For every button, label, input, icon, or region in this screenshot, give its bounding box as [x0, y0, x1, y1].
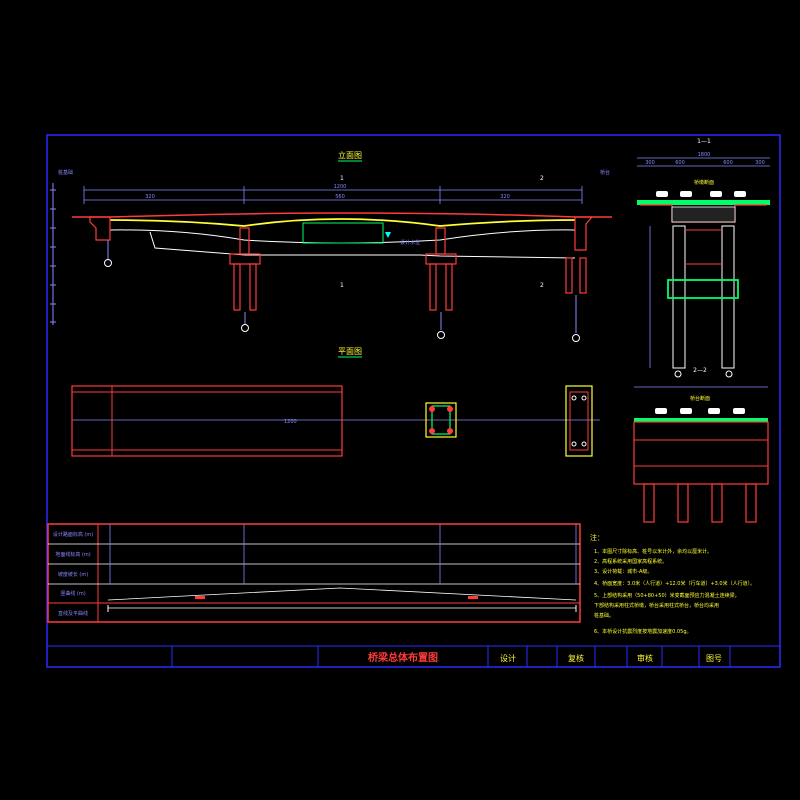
pier-1: [229, 227, 261, 332]
vehicle-icons: [656, 191, 746, 197]
axis-marker-0: [104, 259, 112, 267]
plan-width-dim: 1200: [284, 419, 297, 425]
abutment-section: [633, 421, 769, 485]
section-2-label: 桥台断面: [690, 395, 710, 402]
notes: 注： 1、本图尺寸除标高、桩号以米计外，余均以厘米计。 2、高程系统采用国家高程…: [590, 533, 755, 635]
title-block-approve: 审核: [637, 653, 653, 663]
section-1-title: 1—1: [697, 138, 711, 145]
note-3: 3、设计荷载：城市-A级。: [594, 568, 652, 575]
axis-marker-2: [437, 331, 445, 339]
pier-tie-beam: [667, 279, 739, 299]
section-width-total: 1800: [698, 152, 711, 158]
girder-bottom: [109, 229, 576, 244]
total-length-dim: 1200: [334, 184, 347, 190]
left-abutment: [89, 216, 111, 241]
section-width-b: 600: [675, 160, 685, 166]
abutment-piles: [643, 483, 757, 523]
plan-deck-outline: [71, 385, 343, 457]
section-pier-right: [721, 225, 735, 369]
title-block-review: 复核: [568, 653, 584, 663]
axis-marker-1: [241, 324, 249, 332]
section-2-title: 2—2: [693, 367, 707, 374]
title-block-design: 设计: [500, 653, 516, 663]
box-girder: [671, 206, 736, 223]
right-abutment-piles: [565, 257, 587, 342]
profile-row-2: 地面线标高 (m): [55, 551, 90, 558]
profile-row-5: 直线及平曲线: [58, 610, 88, 617]
section-width-a: 300: [645, 160, 655, 166]
span-mid-dim: 560: [335, 194, 345, 200]
plan-pier-cap: [425, 402, 457, 438]
section-1-label: 桥墩断面: [694, 179, 714, 186]
note-5: 5、上部结构采用（50+80+50）米变截面预应力混凝土连续梁，: [594, 592, 740, 599]
cut-marker-1-bottom: 1: [340, 282, 344, 289]
cut-marker-2-bottom: 2: [540, 282, 544, 289]
profile-row-1: 设计路面标高 (m): [53, 531, 93, 538]
right-abutment: [574, 216, 594, 251]
plan-abutment: [565, 385, 593, 457]
notes-title: 注：: [590, 533, 604, 542]
drawing-title: 桥梁总体布置图: [368, 651, 438, 664]
span-left-dim: 320: [145, 194, 155, 200]
section-width-d: 300: [755, 160, 765, 166]
left-end-label: 桩基础: [58, 169, 73, 176]
deck-top-line: [72, 212, 612, 218]
section-deck: [637, 200, 770, 205]
note-8: 6、本桥设计抗震烈度按地震加速度0.05g。: [594, 628, 692, 635]
span-right-dim: 320: [500, 194, 510, 200]
axis-marker-3: [572, 334, 580, 342]
water-level-icon: [385, 232, 391, 238]
note-7: 桩基础。: [594, 612, 614, 619]
profile-table: 设计路面标高 (m) 地面线标高 (m) 坡度坡长 (m) 竖曲线 (m) 直线…: [47, 523, 581, 623]
section-1-1: 1—1 1800 300 600 600 300 桥墩断面: [637, 138, 770, 378]
ground-line: [149, 231, 576, 259]
note-4: 4、桥面宽度：3.0米（人行道）+12.0米（行车道）+3.0米（人行道）。: [594, 580, 755, 587]
elevation-title: 立面图: [338, 150, 362, 160]
plan-title: 平面图: [338, 347, 362, 356]
profile-row-3: 坡度坡长 (m): [58, 571, 88, 578]
section-2-2: 2—2 桥台断面: [633, 367, 769, 523]
waterline-label: 设计水位: [400, 239, 420, 246]
note-2: 2、高程系统采用国家高程系统。: [594, 558, 667, 565]
pier-2: [425, 227, 457, 339]
section-width-c: 600: [723, 160, 733, 166]
elevation-view: 立面图 桩基础 桥台 1200 320 560 320 1 2 1 2: [50, 150, 612, 342]
cut-marker-2-top: 2: [540, 175, 544, 182]
cut-marker-1-top: 1: [340, 175, 344, 182]
section-pier-left: [672, 225, 686, 369]
midspan-detail-box: [302, 222, 384, 244]
deck-surface: [109, 218, 576, 227]
note-6: 下部结构采用柱式桥墩，桥台采用柱式桥台，桥台均采用: [594, 602, 719, 609]
title-block-drawing-no: 图号: [706, 654, 722, 663]
plan-view: 平面图 1200: [71, 347, 600, 457]
right-end-label: 桥台: [600, 169, 610, 176]
profile-row-4: 竖曲线 (m): [60, 590, 85, 597]
note-1: 1、本图尺寸除标高、桩号以米计外，余均以厘米计。: [594, 548, 712, 555]
drawing-frame: [46, 134, 781, 668]
